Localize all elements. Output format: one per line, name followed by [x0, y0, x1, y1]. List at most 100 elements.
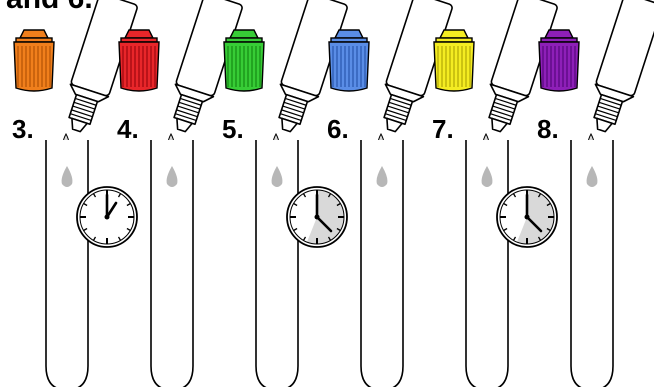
cap-top — [18, 29, 50, 39]
falling-drop — [271, 166, 283, 187]
clock-tick — [546, 227, 551, 232]
cap-top — [333, 29, 365, 39]
step-label: 3. — [12, 114, 34, 144]
step-group: 4. — [117, 0, 243, 387]
neck-thread — [600, 97, 622, 106]
step-label: 7. — [432, 114, 454, 144]
timer-clock — [76, 186, 138, 248]
cap-top — [438, 29, 470, 39]
neck-thread — [178, 101, 201, 110]
clock-tick — [83, 202, 88, 207]
dropper-tip — [176, 117, 193, 133]
neck-thread — [281, 109, 303, 118]
step-group: 5. — [222, 0, 348, 387]
bottle-cap — [538, 29, 580, 92]
dropper-bottle — [488, 0, 558, 133]
neck-thread — [495, 97, 517, 106]
falling-drop — [61, 166, 73, 187]
bottle-shoulder — [69, 83, 110, 103]
step-label: 4. — [117, 114, 139, 144]
clock-tick — [83, 227, 88, 232]
dropper-tip — [71, 117, 88, 133]
falling-drop — [586, 166, 598, 187]
bottle-shoulder — [174, 83, 215, 103]
test-tube — [465, 140, 509, 387]
neck-thread — [177, 105, 199, 114]
neck-thread — [490, 113, 512, 122]
neck-thread — [282, 105, 304, 114]
bottle-cap — [118, 29, 160, 92]
clock-hour-hand — [315, 215, 333, 233]
dropper-bottle — [173, 0, 243, 133]
clock-tick — [336, 227, 341, 232]
falling-drop — [166, 166, 178, 187]
clock-elapsed-wedge — [517, 217, 527, 244]
bottle-cap — [13, 29, 55, 92]
neck-thread — [75, 97, 97, 106]
falling-drop — [481, 166, 493, 187]
clock-tick — [336, 202, 341, 207]
step-group: 8. — [537, 0, 654, 387]
clock-tick — [327, 236, 332, 241]
step-label: 8. — [537, 114, 559, 144]
neck-thread — [390, 97, 412, 106]
clock-elapsed-wedge — [317, 190, 344, 244]
dropper-tip — [386, 117, 403, 133]
neck-thread — [491, 109, 513, 118]
neck-thread — [385, 113, 407, 122]
neck-thread — [387, 105, 409, 114]
clock-tick — [512, 236, 517, 241]
neck-thread — [285, 97, 307, 106]
bottle-shoulder — [594, 83, 635, 103]
neck-thread — [493, 101, 516, 110]
bottle-body — [595, 0, 654, 97]
neck-thread — [595, 113, 617, 122]
clock-elapsed-wedge — [307, 217, 317, 244]
step-group: 7. — [432, 0, 558, 387]
clock-elapsed-wedge — [527, 190, 554, 244]
clock-tick — [117, 193, 122, 198]
neck-thread — [72, 105, 94, 114]
neck-thread — [176, 109, 198, 118]
bottle-shoulder — [384, 83, 425, 103]
test-tube — [570, 140, 614, 387]
clock-tick — [503, 227, 508, 232]
neck-thread — [73, 101, 96, 110]
clock-tick — [503, 202, 508, 207]
clock-tick — [117, 236, 122, 241]
bottle-shoulder — [489, 83, 530, 103]
dropper-tip — [491, 117, 508, 133]
bottle-cap — [328, 29, 370, 92]
clock-tick — [126, 227, 131, 232]
cap-top — [123, 29, 155, 39]
dropper-tip — [596, 117, 613, 133]
clock-center — [314, 214, 320, 220]
neck-thread — [180, 97, 202, 106]
clock-tick — [126, 202, 131, 207]
test-tube — [45, 140, 89, 387]
clock-tick — [293, 227, 298, 232]
timer-clock — [496, 186, 558, 248]
clock-tick — [512, 193, 517, 198]
test-tube — [150, 140, 194, 387]
bottle-cap — [433, 29, 475, 92]
dropper-bottle — [278, 0, 348, 133]
neck-thread — [386, 109, 408, 118]
step-label: 5. — [222, 114, 244, 144]
clock-tick — [537, 236, 542, 241]
step-label: 6. — [327, 114, 349, 144]
clock-tick — [537, 193, 542, 198]
neck-thread — [175, 113, 197, 122]
clock-center — [524, 214, 530, 220]
timer-clock — [286, 186, 348, 248]
clock-tick — [546, 202, 551, 207]
neck-thread — [492, 105, 514, 114]
dropper-tip — [281, 117, 298, 133]
cap-top — [543, 29, 575, 39]
test-tube — [360, 140, 404, 387]
clock-hour-hand — [105, 201, 118, 219]
neck-thread — [597, 105, 619, 114]
cap-top — [228, 29, 260, 39]
